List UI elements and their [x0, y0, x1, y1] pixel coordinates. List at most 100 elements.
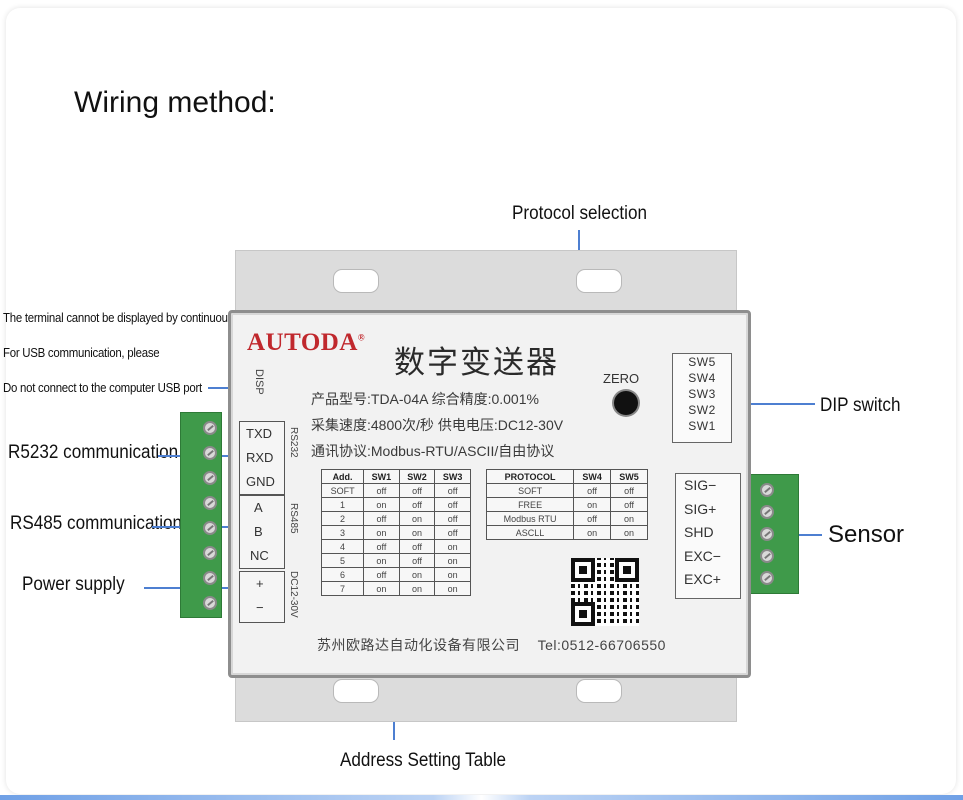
qr-finder	[571, 602, 595, 626]
mount-slot	[333, 269, 379, 293]
table-cell: FREE	[485, 497, 575, 512]
table-cell: off	[573, 483, 612, 498]
table-cell: on	[573, 525, 612, 540]
note-line-3: Do not connect to the computer USB port	[3, 380, 202, 395]
header-cell: SW4	[573, 469, 612, 484]
top-mounting-plate	[235, 250, 737, 316]
screw-icon	[760, 571, 774, 585]
screw-icon	[203, 571, 217, 585]
spec-line-2: 采集速度:4800次/秒 供电电压:DC12-30V	[311, 417, 564, 433]
dip-leader-line	[730, 403, 815, 405]
table-cell: 2	[320, 511, 365, 526]
screw-icon	[203, 421, 217, 435]
sensor-pin-box: SIG− SIG+ SHD EXC− EXC+	[675, 473, 741, 599]
pin-sig-minus: SIG−	[684, 477, 717, 493]
table-cell: off	[398, 553, 436, 568]
zero-button[interactable]	[614, 391, 638, 415]
table-cell: off	[434, 511, 471, 526]
pin-minus: −	[256, 600, 264, 615]
device-footer: 苏州欧路达自动化设备有限公司 Tel:0512-66706550	[317, 635, 666, 655]
power-mark: DC12-30V	[288, 571, 299, 618]
transmitter-device: AUTODA® 数字变送器 ZERO DISP 产品型号:TDA-04A 综合精…	[228, 310, 751, 678]
screw-icon	[760, 549, 774, 563]
dip-switch-panel[interactable]: SW5 SW4 SW3 SW2 SW1	[672, 353, 732, 443]
table-cell: Modbus RTU	[485, 511, 575, 526]
table-cell: off	[573, 511, 612, 526]
table-cell: SOFT	[485, 483, 575, 498]
screw-icon	[203, 471, 217, 485]
header-cell: PROTOCOL	[485, 469, 575, 484]
table-cell: on	[363, 581, 400, 596]
table-cell: SOFT	[320, 483, 365, 498]
table-header-row: PROTOCOL SW4 SW5	[485, 469, 648, 484]
pin-plus: +	[256, 576, 264, 591]
brand-logo: AUTODA®	[247, 329, 365, 357]
qr-finder	[615, 558, 639, 582]
table-cell: on	[610, 511, 648, 526]
note-leader-line	[208, 387, 240, 389]
table-cell: off	[363, 539, 400, 554]
table-cell: off	[610, 497, 648, 512]
table-cell: off	[398, 483, 436, 498]
screw-icon	[203, 521, 217, 535]
dip-sw1: SW1	[688, 419, 716, 433]
label-protocol-selection: Protocol selection	[512, 203, 647, 224]
table-cell: 7	[320, 581, 365, 596]
table-cell: off	[398, 497, 436, 512]
product-name: 数字变送器	[394, 345, 559, 380]
pin-txd: TXD	[246, 426, 272, 441]
table-cell: 3	[320, 525, 365, 540]
header-cell: SW1	[363, 469, 400, 484]
screw-icon	[203, 496, 217, 510]
table-cell: on	[363, 525, 400, 540]
pin-sig-plus: SIG+	[684, 500, 717, 517]
mount-slot	[333, 679, 379, 703]
dip-sw2: SW2	[688, 403, 716, 417]
table-cell: on	[610, 525, 648, 540]
table-cell: off	[363, 567, 400, 582]
label-power-supply: Power supply	[22, 574, 125, 595]
screw-icon	[203, 596, 217, 610]
table-cell: off	[610, 483, 648, 498]
mount-slot	[576, 679, 622, 703]
mount-slot	[576, 269, 622, 293]
dip-sw4: SW4	[688, 371, 716, 385]
table-cell: off	[363, 483, 400, 498]
table-cell: 6	[320, 567, 365, 582]
rs232-mark: RS232	[288, 427, 299, 458]
note-line-1: The terminal cannot be displayed by cont…	[3, 310, 278, 325]
screw-icon	[203, 546, 217, 560]
power-pin-box: + −	[239, 571, 285, 623]
pin-exc-plus: EXC+	[684, 571, 721, 587]
label-sensor: Sensor	[828, 521, 905, 548]
dip-sw3: SW3	[688, 387, 716, 401]
table-cell: on	[434, 581, 471, 596]
table-cell: on	[434, 553, 471, 568]
table-cell: off	[434, 483, 471, 498]
footer-tel: Tel:0512-66706550	[537, 637, 666, 653]
pin-rxd: RXD	[246, 450, 274, 465]
table-cell: off	[398, 539, 436, 554]
pin-gnd: GND	[246, 474, 275, 489]
page-title: Wiring method:	[74, 86, 276, 119]
screw-icon	[760, 527, 774, 541]
screw-icon	[760, 505, 774, 519]
table-cell: on	[398, 567, 436, 582]
table-cell: on	[398, 525, 436, 540]
table-cell: off	[434, 497, 471, 512]
qr-code-icon	[571, 558, 639, 626]
footer-company: 苏州欧路达自动化设备有限公司	[317, 637, 520, 653]
header-cell: SW3	[434, 469, 471, 484]
zero-label: ZERO	[603, 371, 640, 386]
label-rs232: R5232 communication	[8, 442, 179, 463]
